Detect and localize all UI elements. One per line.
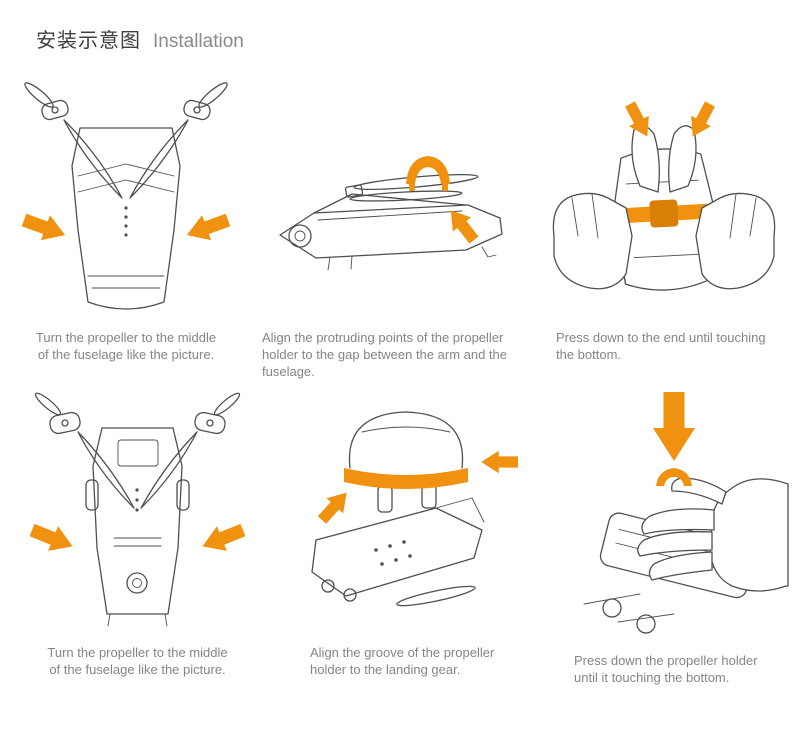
motor-wheels <box>583 593 675 634</box>
page-title-en: Installation <box>153 31 244 52</box>
step-6-panel: Press down the propeller holder until it… <box>556 388 790 686</box>
step-3-panel: Press down to the end until touching the… <box>548 80 780 363</box>
drone-line-art <box>34 392 241 627</box>
drone-bottom-view-drawing <box>30 392 245 627</box>
step-4-panel: Turn the propeller to the middle of the … <box>30 388 245 678</box>
step-5-panel: Align the groove of the propeller holder… <box>286 388 530 678</box>
step-4-caption: Turn the propeller to the middle of the … <box>47 645 228 678</box>
step-6-caption: Press down the propeller holder until it… <box>574 653 758 686</box>
page-title-zh: 安装示意图 <box>36 30 141 52</box>
screw-dots <box>124 206 128 237</box>
step-1-caption: Turn the propeller to the middle of the … <box>35 330 217 363</box>
drone-line-art <box>279 174 503 271</box>
align-direction-arrow-icon <box>450 210 479 244</box>
fold-direction-arrow-right-icon <box>186 213 231 241</box>
hand-press-drawing <box>583 392 789 634</box>
hand-line-art <box>637 477 789 592</box>
step-3-caption: Press down to the end until touching the… <box>556 330 766 363</box>
step-6-illustration <box>556 388 790 648</box>
fold-direction-arrow-left-icon <box>21 213 66 241</box>
step-5-caption: Align the groove of the propeller holder… <box>310 645 495 678</box>
drone-line-art <box>311 411 485 607</box>
holder-groove-drawing <box>311 411 518 607</box>
press-direction-arrow-icon <box>653 392 695 461</box>
drone-line-art <box>24 82 228 310</box>
hands-press-drawing <box>552 101 776 291</box>
step-2-caption: Align the protruding points of the prope… <box>262 330 508 380</box>
press-direction-arrow-left-icon <box>625 101 649 137</box>
drone-side-view-drawing <box>279 156 503 271</box>
finger-lines <box>571 193 757 239</box>
drone-top-view-drawing <box>21 82 231 310</box>
step-2-illustration <box>256 80 524 325</box>
screw-dots <box>135 488 139 512</box>
step-5-illustration <box>286 388 530 640</box>
step-2-panel: Align the protruding points of the prope… <box>256 80 524 380</box>
fold-direction-arrow-right-icon <box>202 523 245 551</box>
step-4-illustration <box>30 388 245 640</box>
propeller-holder-clip <box>406 156 450 191</box>
propeller-holder-clip <box>656 468 692 486</box>
vent-dots <box>374 540 412 566</box>
step-1-illustration <box>18 80 234 325</box>
fold-direction-arrow-left-icon <box>30 523 73 551</box>
holder-strap <box>611 199 717 228</box>
page-title: 安装示意图 Installation <box>36 24 244 53</box>
step-3-illustration <box>548 80 780 325</box>
hands-line-art <box>552 125 776 290</box>
propeller-holder-groove-band <box>344 468 468 489</box>
align-direction-arrow-left-icon <box>317 492 347 524</box>
align-direction-arrow-right-icon <box>481 450 518 474</box>
step-1-panel: Turn the propeller to the middle of the … <box>18 80 234 363</box>
press-direction-arrow-right-icon <box>691 101 715 137</box>
